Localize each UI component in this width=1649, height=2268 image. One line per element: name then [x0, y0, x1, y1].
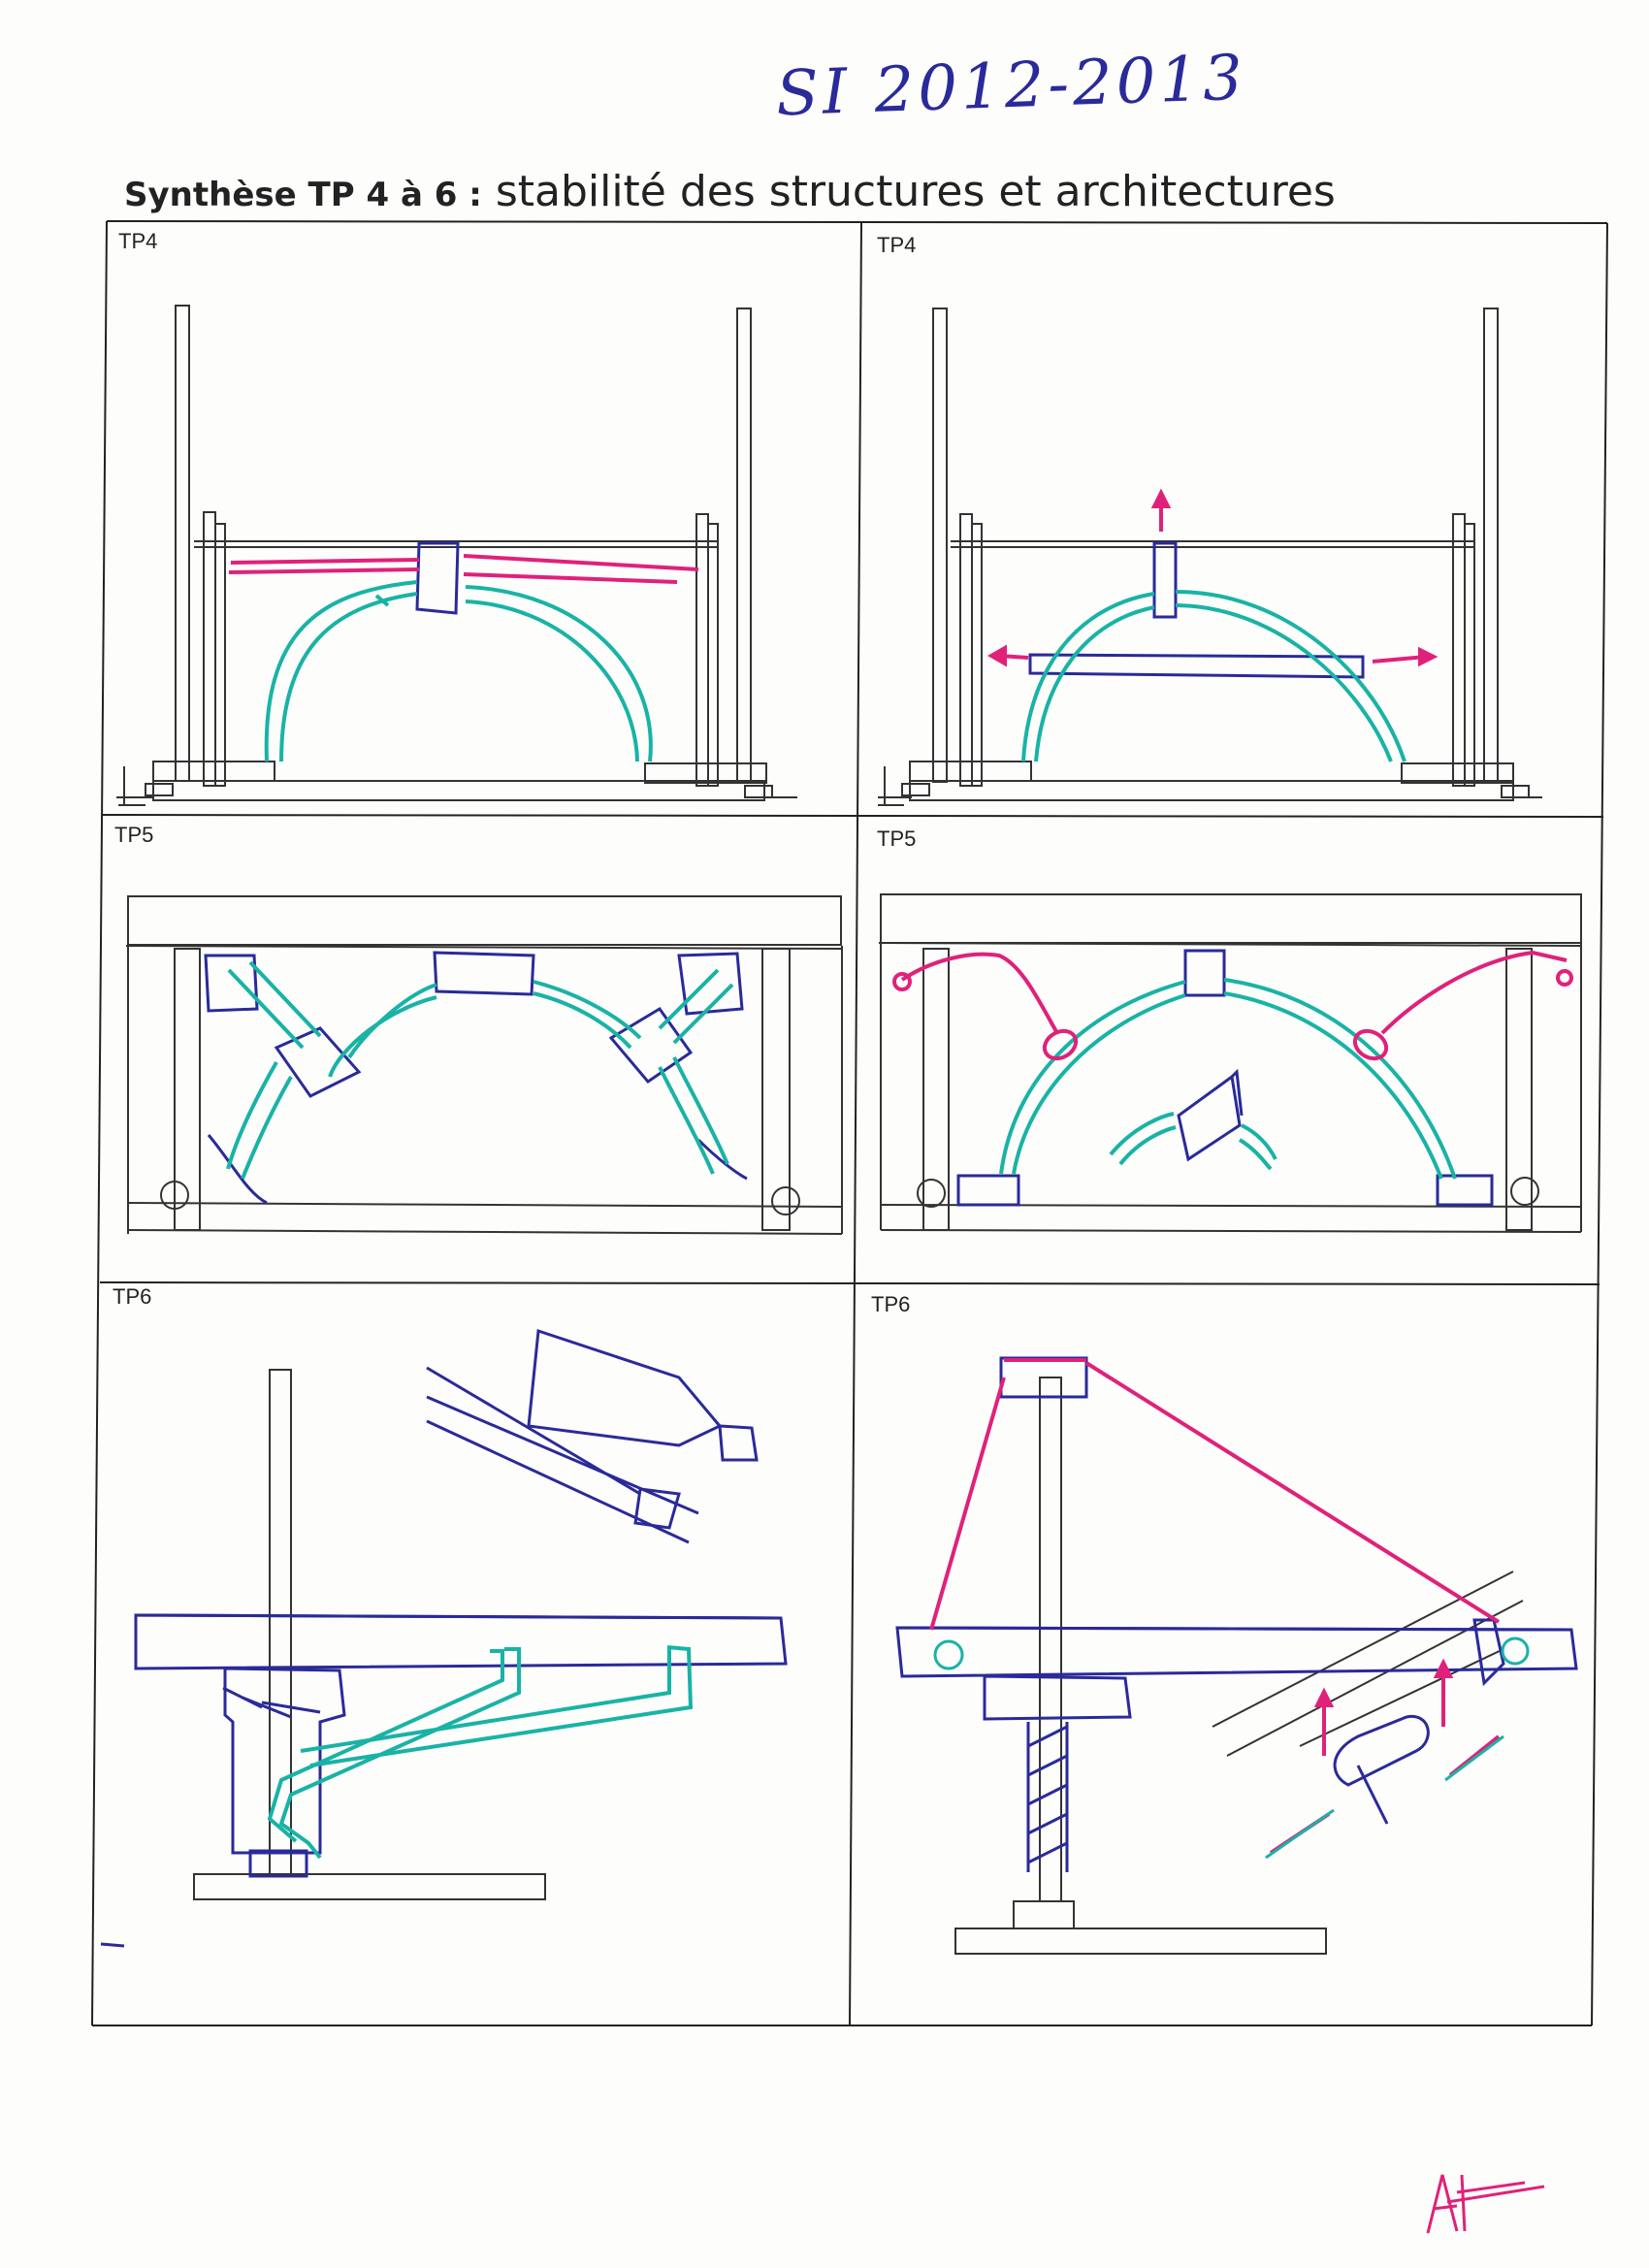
panel-label-tp5-right: TP5 [877, 826, 917, 851]
panel-label-tp5-left: TP5 [114, 823, 154, 847]
panel-label-tp6-left: TP6 [113, 1284, 152, 1309]
tp5-right-drawing [878, 893, 1582, 1233]
tp4-right-drawing [878, 308, 1542, 806]
tp4-left-drawing [116, 305, 797, 806]
title-rest: stabilité des structures et architecture… [481, 167, 1336, 216]
title-bold: Synthèse TP 4 à 6 : [124, 176, 482, 214]
handwritten-signature [1426, 2174, 1545, 2234]
tp6-left-drawing [100, 1328, 788, 1948]
panel-label-tp4-left: TP4 [118, 229, 158, 253]
panel-label-tp6-right: TP6 [871, 1292, 911, 1316]
grid-frame [91, 220, 1608, 2026]
tp6-right-drawing [895, 1356, 1578, 1955]
page-title: Synthèse TP 4 à 6 : stabilité des struct… [124, 167, 1336, 216]
tp5-left-drawing [125, 895, 843, 1235]
panel-label-tp4-right: TP4 [877, 233, 917, 257]
